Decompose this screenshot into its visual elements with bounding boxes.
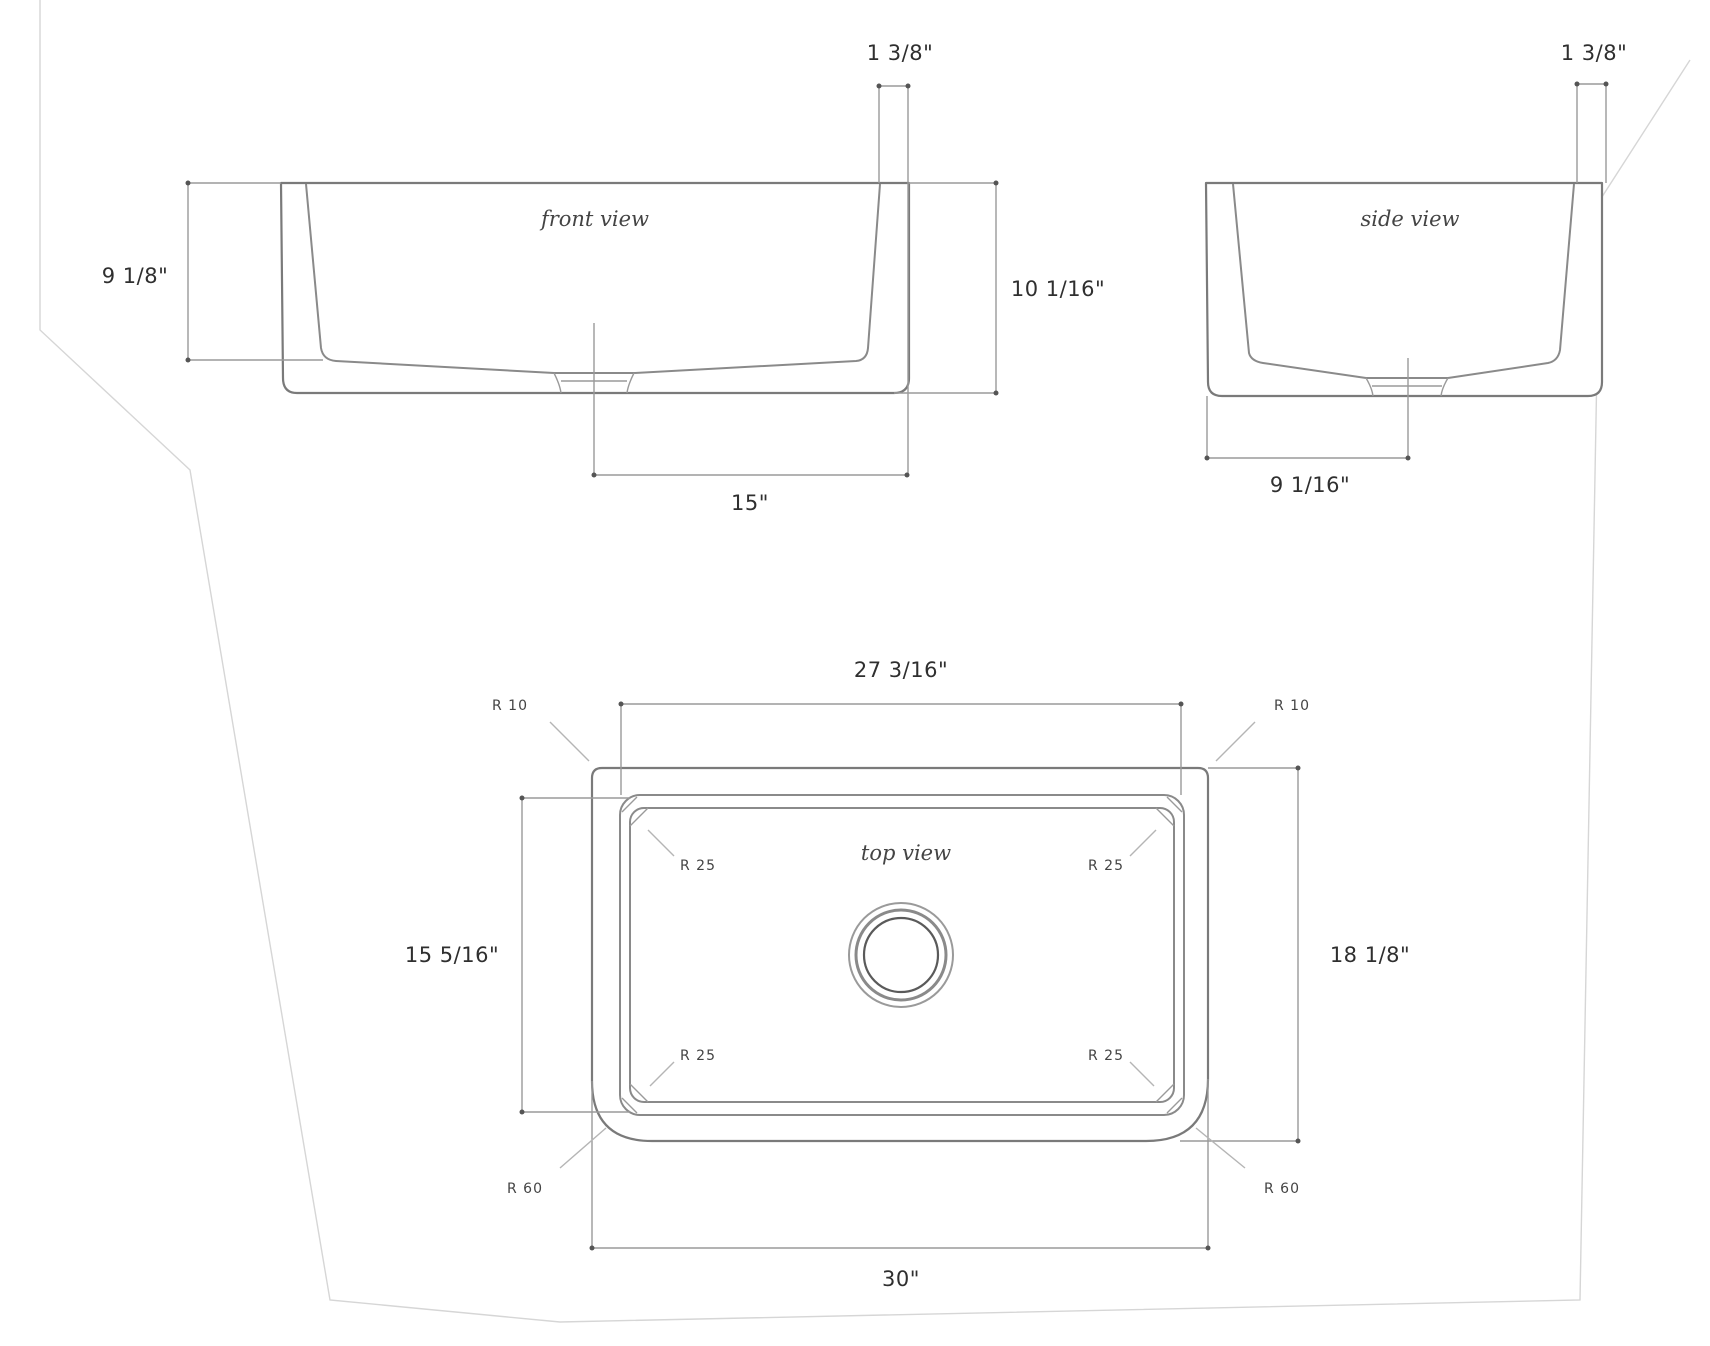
radius-label: R 25 [680,858,716,874]
front-height-dim: 10 1/16" [1011,277,1105,301]
side-view: side view 1 3/8" 9 1/16" [1204,41,1628,497]
top-view-label: top view [861,841,951,865]
radius-label: R 25 [680,1048,716,1064]
radius-label: R 25 [1088,858,1124,874]
top-inner-depth-dim: 15 5/16" [405,943,499,967]
front-half-width-dim: 15" [731,491,769,515]
side-half-depth-dim: 9 1/16" [1270,473,1350,497]
drain-ring [854,908,948,1002]
drain-outer-ring [848,902,954,1008]
radius-label: R 25 [1088,1048,1124,1064]
top-view-basin-outer [619,794,1185,1116]
top-outer-depth-dim: 18 1/8" [1330,943,1410,967]
top-outer-width-dim: 30" [882,1267,920,1291]
side-view-outline [1204,181,1604,398]
drain-icon [862,916,940,994]
radius-label: R 10 [1274,698,1310,714]
top-inner-width-dim: 27 3/16" [854,658,948,682]
side-view-label: side view [1360,207,1459,231]
radius-label: R 60 [507,1181,543,1197]
top-view-basin-floor [629,807,1175,1103]
front-view: front view 1 3/8" 9 1/8" 10 1/16" 15" [102,41,1105,515]
front-depth-dim: 9 1/8" [102,264,169,288]
side-wall-dim: 1 3/8" [1561,41,1628,65]
top-view: top view 27 3/16" 15 5/16" 18 1/8" 30" R… [405,658,1410,1291]
radius-label: R 10 [492,698,528,714]
front-view-label: front view [539,207,649,231]
side-view-basin [1232,183,1575,379]
side-view-drain [1365,377,1449,397]
front-wall-dim: 1 3/8" [867,41,934,65]
top-view-outer-rim [590,766,1210,1143]
radius-label: R 60 [1264,1181,1300,1197]
